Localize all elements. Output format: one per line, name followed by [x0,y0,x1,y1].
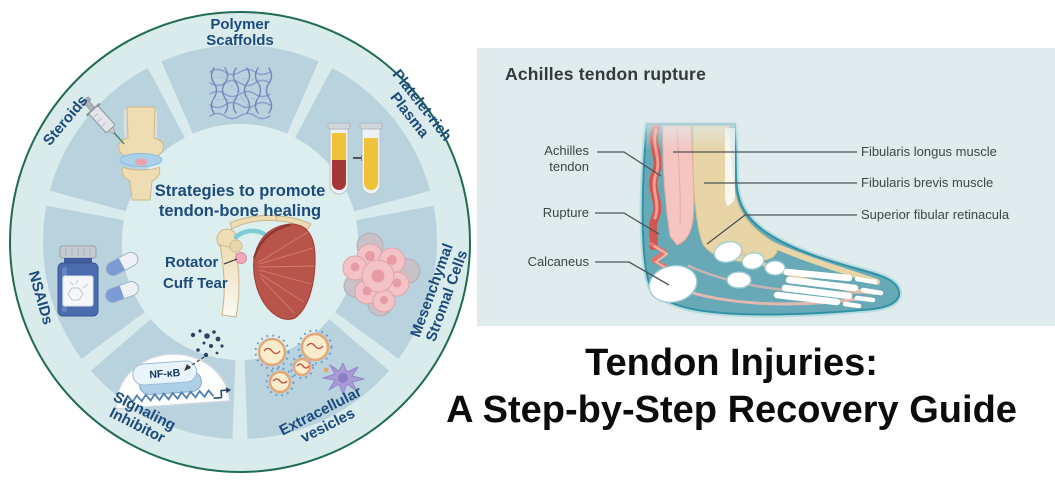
label-fibularis-longus: Fibularis longus muscle [861,144,997,159]
tear-spot [235,252,247,264]
vesicles-icon [254,329,365,397]
fibularis-muscle-band [662,125,871,306]
wheel-title-line1: Strategies to promote [155,182,326,200]
rotator-cuff-label-line1: Rotator [165,254,218,271]
wheel-title-line2: tendon-bone healing [159,202,321,220]
label-calcaneus: Calcaneus [527,254,589,269]
foot-illustration [595,112,902,318]
shoulder-illustration: Rotator Cuff Tear [163,214,316,320]
segment-extracellular-vesicles [244,319,390,439]
leader-lines [595,151,857,286]
capsules-icon [105,251,139,303]
stromal-cells-icon [342,232,421,317]
label-polymer-scaffolds: Polymer [210,16,269,33]
label-superior-retinacula: Superior fibular retinacula [861,207,1010,222]
syringe-knee-icon [80,96,164,201]
main-title-line2: A Step-by-Step Recovery Guide [446,389,1017,432]
leg-fade [635,112,751,150]
label-rupture: Rupture [542,205,589,220]
foot-bones [648,241,884,309]
deltoid-muscle [253,223,316,320]
label-fibularis-brevis: Fibularis brevis muscle [861,175,994,190]
panel-heading: Achilles tendon rupture [505,64,707,84]
achilles-panel: Achilles tendon rupture [477,48,1055,326]
main-title-line1: Tendon Injuries: [585,342,878,384]
polymer-scaffold-icon [209,67,273,121]
prp-tubes-icon [327,122,383,195]
rotator-cuff-label-line2: Cuff Tear [163,275,228,292]
strategies-wheel: NF-κB [9,11,471,473]
inhibitor-particles-icon [190,329,224,358]
segment-steroids [49,67,185,212]
svg-text:Scaffolds: Scaffolds [206,32,274,49]
label-achilles-tendon: Achilles tendon [544,143,589,174]
segment-polymer-scaffolds [161,44,319,134]
nfkb-label: NF-κB [149,367,181,381]
nfkb-inhibitor-icon: NF-κB [115,329,232,410]
pill-bottle-icon [57,245,99,317]
main-title: Tendon Injuries: A Step-by-Step Recovery… [408,340,1055,434]
